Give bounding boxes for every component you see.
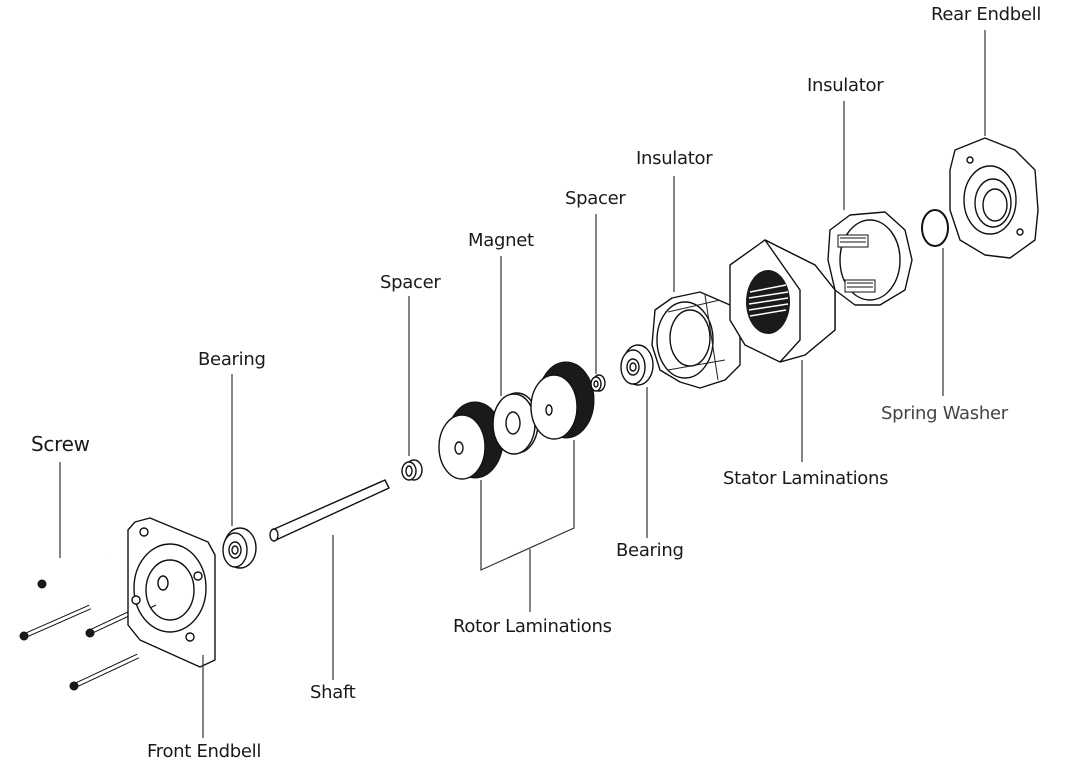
- bearing-front-part: [222, 527, 257, 569]
- screw-2: [19, 604, 92, 641]
- bearing-rear-part: [620, 344, 654, 386]
- screw-part: [19, 551, 156, 691]
- front-endbell-part: [127, 517, 216, 668]
- insulator-front-part: [651, 291, 741, 389]
- label-spring-washer: Spring Washer: [881, 403, 1008, 424]
- rotor-lamination-rear-part: [530, 361, 595, 440]
- label-bearing-front: Bearing: [198, 349, 266, 370]
- spring-washer-part: [921, 209, 949, 247]
- rotor-lamination-front-part: [438, 401, 504, 480]
- magnet-part: [492, 392, 539, 455]
- label-magnet: Magnet: [468, 230, 534, 251]
- screw-1: [37, 551, 107, 589]
- label-shaft: Shaft: [310, 682, 356, 703]
- label-rear-endbell: Rear Endbell: [931, 4, 1042, 25]
- spacer-rear-part: [590, 374, 606, 392]
- label-stator-laminations: Stator Laminations: [723, 468, 889, 489]
- label-insulator-front: Insulator: [636, 148, 713, 169]
- label-rotor-laminations: Rotor Laminations: [453, 616, 612, 637]
- spacer-front-part: [401, 459, 423, 481]
- label-front-endbell: Front Endbell: [147, 741, 262, 762]
- shaft-part: [269, 479, 390, 542]
- stator-laminations-part: [729, 239, 836, 363]
- label-screw: Screw: [31, 432, 90, 456]
- screw-4: [69, 653, 140, 691]
- label-spacer-front: Spacer: [380, 272, 441, 293]
- rear-endbell-part: [949, 137, 1039, 259]
- leader-rotor-laminations: [480, 440, 575, 571]
- label-bearing-rear: Bearing: [616, 540, 684, 561]
- leader-lines: [59, 30, 986, 738]
- insulator-rear-part: [827, 211, 913, 306]
- label-spacer-rear: Spacer: [565, 188, 626, 209]
- label-insulator-rear: Insulator: [807, 75, 884, 96]
